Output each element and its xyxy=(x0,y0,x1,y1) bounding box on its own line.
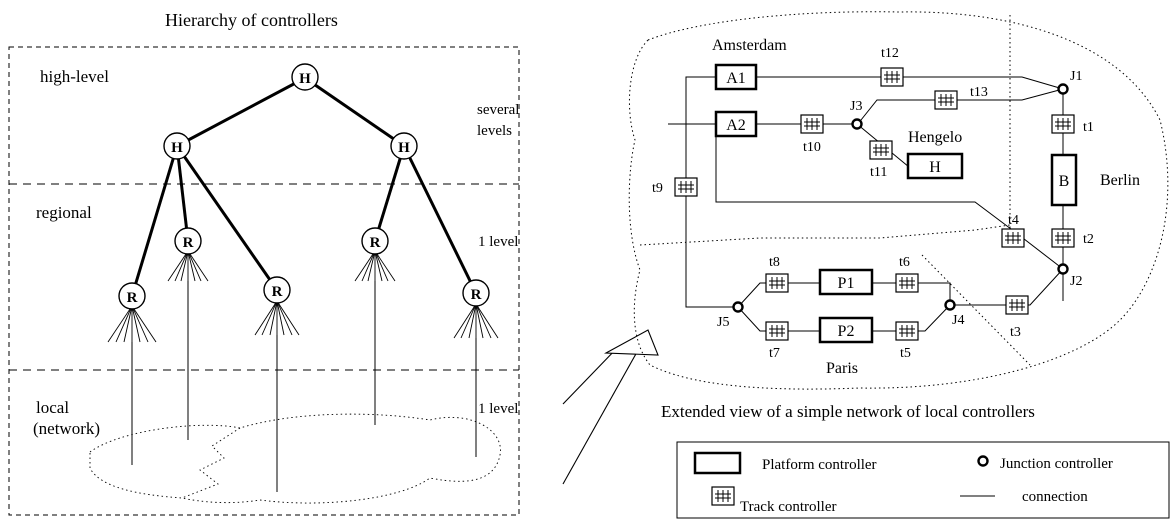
track-t12-icon xyxy=(880,67,904,87)
track-t5-label: t5 xyxy=(900,346,911,361)
level-name-regional: regional xyxy=(36,203,92,222)
local-arrows xyxy=(131,281,477,492)
platform-a2: A2 xyxy=(714,110,758,138)
regional-node-5-label: R xyxy=(471,287,482,303)
tree-edges xyxy=(130,76,478,297)
platform-p1: P1 xyxy=(818,268,874,296)
track-t9-label: t9 xyxy=(652,181,663,196)
network-outline xyxy=(628,11,1169,390)
tree-node-mid-left: H xyxy=(163,132,191,160)
regional-node-5: R xyxy=(462,279,490,307)
tree-node-top-label: H xyxy=(299,71,311,87)
tree-node-mid-left-label: H xyxy=(171,140,183,156)
platform-a1: A1 xyxy=(714,63,758,91)
track-t11-label: t11 xyxy=(870,165,887,180)
regional-node-2-label: R xyxy=(183,235,194,251)
level-extent-regional: 1 level xyxy=(478,234,518,250)
track-t9-icon xyxy=(674,177,698,197)
left-panel-frame xyxy=(8,46,520,516)
track-t8-label: t8 xyxy=(769,255,780,270)
right-panel-caption: Extended view of a simple network of loc… xyxy=(661,402,1035,421)
level-name-local-2: (network) xyxy=(33,419,100,438)
legend-platform-icon xyxy=(693,451,742,475)
platform-h: H xyxy=(906,152,964,180)
track-t4-icon xyxy=(1001,228,1025,248)
track-t12-label: t12 xyxy=(881,46,899,61)
track-t13-icon xyxy=(934,90,958,110)
junction-j1-icon xyxy=(1057,83,1069,95)
junction-j2-label: J2 xyxy=(1070,274,1082,289)
track-t11-icon xyxy=(869,140,893,160)
city-berlin: Berlin xyxy=(1100,172,1140,189)
junction-j4-icon xyxy=(944,299,956,311)
track-t7-icon xyxy=(765,321,789,341)
track-t6-label: t6 xyxy=(899,255,910,270)
legend-connection-label: connection xyxy=(1022,489,1088,505)
platform-p2-label: P2 xyxy=(838,323,855,340)
fanouts xyxy=(107,250,499,343)
track-t4-label: t4 xyxy=(1008,213,1019,228)
platform-a2-label: A2 xyxy=(726,117,746,134)
platform-p1-label: P1 xyxy=(838,275,855,292)
junction-j3-label: J3 xyxy=(850,99,862,114)
track-t8-icon xyxy=(765,273,789,293)
track-t13-label: t13 xyxy=(970,85,988,100)
city-paris: Paris xyxy=(826,360,858,377)
platform-a1-label: A1 xyxy=(726,70,746,87)
legend: Platform controller Junction controller … xyxy=(676,441,1170,519)
zoom-arrows xyxy=(562,329,659,485)
track-t2-icon xyxy=(1051,228,1075,248)
tree-node-top: H xyxy=(291,63,319,91)
level-name-local-1: local xyxy=(36,398,69,417)
local-network-region xyxy=(89,413,501,504)
city-amsterdam: Amsterdam xyxy=(712,37,787,54)
region-split-horizontal xyxy=(639,224,1011,246)
legend-junction-label: Junction controller xyxy=(1000,456,1113,472)
track-t1-label: t1 xyxy=(1083,120,1094,135)
legend-frame xyxy=(676,441,1170,519)
regional-node-1-label: R xyxy=(127,290,138,306)
tree-node-mid-right-label: H xyxy=(398,140,410,156)
track-t5-icon xyxy=(895,321,919,341)
region-split-diagonal xyxy=(921,254,1031,366)
platform-p2: P2 xyxy=(818,316,874,344)
tree-node-mid-right: H xyxy=(390,132,418,160)
junction-j4-label: J4 xyxy=(952,313,964,328)
junction-j5-label: J5 xyxy=(717,315,729,330)
platform-b-label: B xyxy=(1059,173,1070,190)
track-t7-label: t7 xyxy=(769,346,780,361)
track-t10-label: t10 xyxy=(803,140,821,155)
level-extent-high-1: several xyxy=(477,102,519,118)
platform-h-label: H xyxy=(929,159,941,176)
regional-node-2: R xyxy=(174,227,202,255)
platform-b: B xyxy=(1050,153,1078,207)
legend-track-label: Track controller xyxy=(740,499,837,515)
left-panel-title: Hierarchy of controllers xyxy=(165,10,338,30)
junctions xyxy=(732,83,1069,313)
city-hengelo: Hengelo xyxy=(908,129,962,146)
level-extent-high-2: levels xyxy=(477,123,512,139)
track-t3-icon xyxy=(1005,295,1029,315)
legend-track-icon xyxy=(711,486,735,506)
junction-j3-icon xyxy=(851,118,863,130)
track-t10-icon xyxy=(800,114,824,134)
junction-j2-icon xyxy=(1057,263,1069,275)
legend-junction-icon xyxy=(977,455,989,467)
regional-node-3: R xyxy=(263,276,291,304)
track-t2-label: t2 xyxy=(1083,232,1094,247)
legend-platform-label: Platform controller xyxy=(762,457,877,473)
junction-j1-label: J1 xyxy=(1070,69,1082,84)
regional-node-3-label: R xyxy=(272,284,283,300)
regional-node-4-label: R xyxy=(370,235,381,251)
track-t6-icon xyxy=(895,273,919,293)
regional-node-1: R xyxy=(118,282,146,310)
level-extent-local: 1 level xyxy=(478,401,518,417)
junction-j5-icon xyxy=(732,301,744,313)
level-name-high: high-level xyxy=(40,67,109,86)
track-t3-label: t3 xyxy=(1010,325,1021,340)
regional-node-4: R xyxy=(361,227,389,255)
track-t1-icon xyxy=(1051,114,1075,134)
